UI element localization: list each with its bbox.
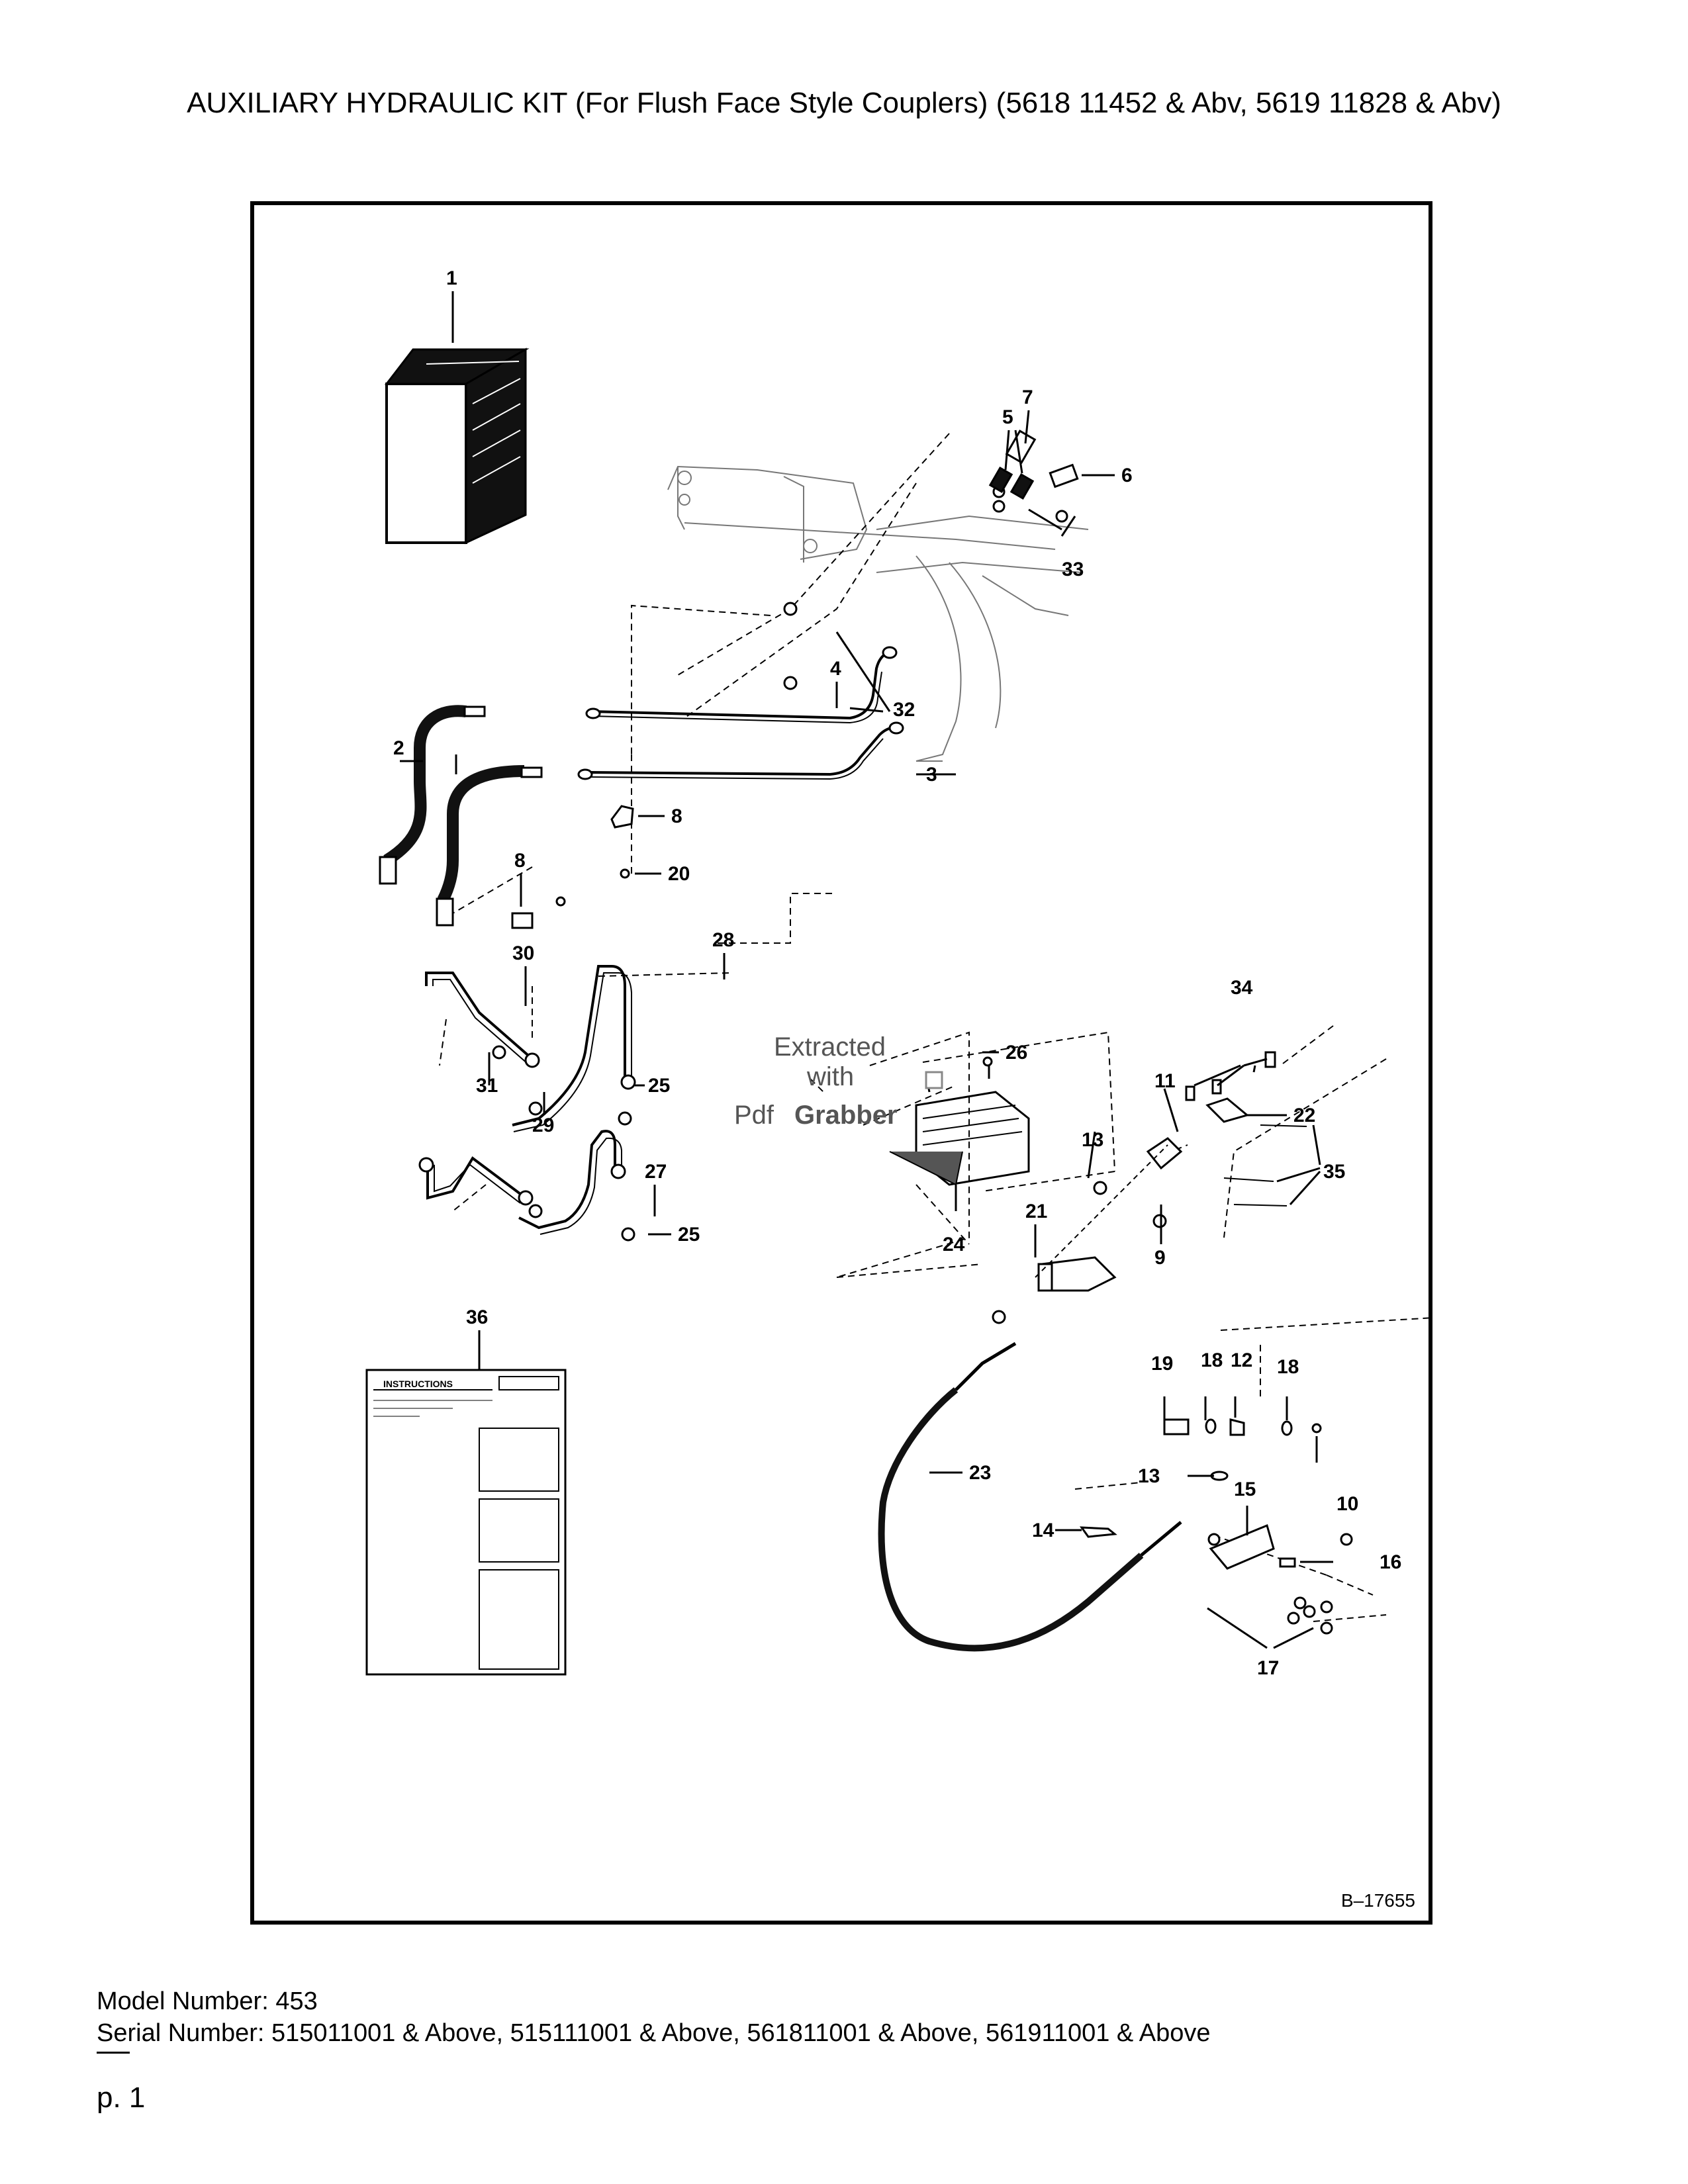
callout-19: 19 [1151, 1353, 1173, 1375]
clamp-8-top [610, 805, 634, 879]
callout-12: 12 [1231, 1349, 1252, 1371]
tube-28 [512, 965, 636, 1132]
loader-arm-outline [667, 465, 1089, 762]
callout-23: 23 [969, 1462, 991, 1484]
control-valve-24 [836, 1031, 1030, 1278]
callout-31: 31 [476, 1075, 498, 1097]
callout-6: 6 [1121, 465, 1133, 486]
tube-30 [425, 972, 540, 1068]
callout-8b: 8 [514, 850, 526, 872]
callout-27: 27 [645, 1161, 667, 1183]
callout-34: 34 [1231, 977, 1253, 999]
model-number: Model Number: 453 [97, 1987, 318, 2015]
callout-18b: 18 [1277, 1356, 1299, 1378]
callout-33: 33 [1062, 559, 1084, 580]
callout-28: 28 [712, 929, 734, 951]
watermark-brand-pdf: Pdf [734, 1101, 774, 1130]
callout-13b: 13 [1138, 1465, 1160, 1487]
fittings [492, 485, 1353, 1635]
callout-1: 1 [446, 267, 457, 289]
exploded-parts-diagram: 1 2 3 4 5 6 7 8 8 9 10 11 12 13 13 14 15… [365, 267, 1429, 1679]
watermark-line1: Extracted [774, 1032, 886, 1062]
watermark-brand-grabber: Grabber [794, 1101, 898, 1130]
callout-20: 20 [668, 863, 690, 885]
callout-3: 3 [926, 764, 937, 786]
callout-5: 5 [1002, 406, 1013, 428]
bracket-22 [1185, 1051, 1276, 1123]
callout-26: 26 [1006, 1042, 1027, 1064]
callout-7: 7 [1022, 387, 1033, 408]
callout-9: 9 [1154, 1247, 1166, 1269]
callout-11: 11 [1154, 1070, 1176, 1092]
callout-leaders [400, 291, 1333, 1649]
callout-4: 4 [830, 658, 841, 680]
tube-4 [585, 646, 898, 724]
callout-labels: 1 2 3 4 5 6 7 8 8 9 10 11 12 13 13 14 15… [383, 267, 1401, 1679]
serial-number: Serial Number: 515011001 & Above, 515111… [97, 2019, 1211, 2047]
tube-31 [418, 1156, 534, 1206]
callout-13a: 13 [1082, 1129, 1103, 1151]
callout-2a: 2 [393, 737, 404, 759]
watermark: Extracted with Pdf Grabber [734, 1032, 943, 1130]
footer-divider [97, 2052, 130, 2054]
callout-8a: 8 [671, 805, 682, 827]
instruction-sheet-36 [365, 1369, 567, 1676]
instruction-sheet-heading: INSTRUCTIONS [383, 1379, 453, 1389]
callout-24: 24 [943, 1234, 965, 1255]
diagram-frame: 1 2 3 4 5 6 7 8 8 9 10 11 12 13 13 14 15… [250, 201, 1432, 1925]
kit-box [384, 347, 530, 545]
callout-29: 29 [532, 1115, 554, 1136]
drawing-id: B–17655 [1340, 1890, 1415, 1911]
callout-30: 30 [512, 942, 534, 964]
page-title: AUXILIARY HYDRAULIC KIT (For Flush Face … [187, 87, 1501, 119]
tube-3 [577, 721, 904, 780]
watermark-logo-icon [925, 1071, 943, 1089]
watermark-line2: with [806, 1062, 854, 1091]
bolts-35 [1223, 1124, 1307, 1206]
spool-clevis-11 [1035, 1137, 1183, 1278]
callout-16: 16 [1380, 1551, 1401, 1573]
cable-23 [878, 1342, 1182, 1652]
callout-10: 10 [1336, 1493, 1358, 1515]
callout-22: 22 [1293, 1105, 1315, 1126]
callout-25b: 25 [678, 1224, 700, 1246]
cable-anchor-21 [1037, 1256, 1117, 1292]
couplers [988, 430, 1079, 500]
callout-36: 36 [466, 1306, 488, 1328]
callout-17: 17 [1257, 1657, 1279, 1679]
page-number: p. 1 [97, 2081, 146, 2114]
clamp-8-left [511, 896, 566, 929]
callout-35: 35 [1323, 1161, 1345, 1183]
callout-25a: 25 [648, 1075, 670, 1097]
callout-14: 14 [1032, 1520, 1055, 1541]
tube-27 [518, 1130, 626, 1235]
callout-21: 21 [1025, 1201, 1047, 1222]
callout-32: 32 [893, 699, 915, 721]
hose-2 [379, 705, 543, 927]
callout-15: 15 [1234, 1479, 1256, 1500]
callout-18a: 18 [1201, 1349, 1223, 1371]
handle-parts [1079, 1418, 1322, 1570]
